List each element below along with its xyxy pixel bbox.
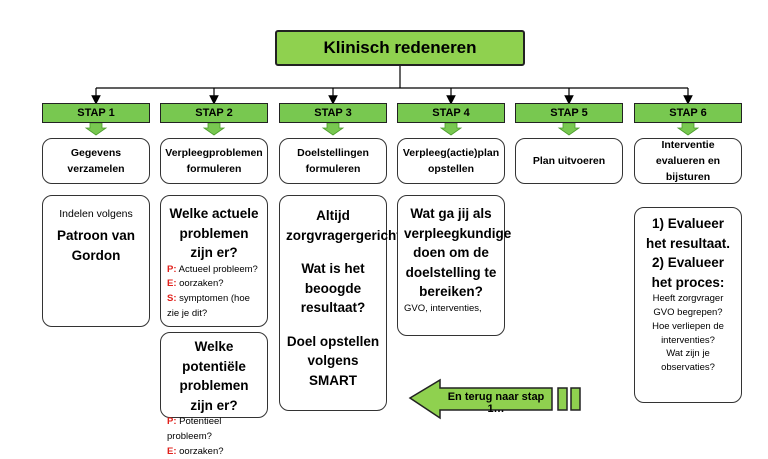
item-text: oorzaken?: [179, 445, 224, 457]
step-1-heading-text: Gegevens verzamelen: [67, 146, 125, 175]
item-letter: E:: [167, 278, 177, 290]
step-2-heading-text: Verpleegproblemen formuleren: [165, 146, 263, 175]
item-text: Potentieel probleem?: [167, 416, 222, 442]
step-5-heading: Plan uitvoeren: [515, 138, 623, 184]
step-3-detail-line2: Wat is het beoogde resultaat?: [300, 261, 366, 316]
step-3-detail: Altijd zorgvragergericht! Wat is het beo…: [279, 195, 406, 411]
step-6-tab: STAP 6: [634, 103, 742, 123]
step-6-heading: Interventie evalueren en bijsturen: [634, 138, 742, 184]
step-2-actual-box: Welke actuele problemen zijn er? P: Actu…: [160, 195, 268, 327]
step-6-heading-text: Interventie evalueren en bijsturen: [655, 138, 721, 184]
step-2-tab: STAP 2: [160, 103, 268, 123]
step-3-heading: Doelstellingen formuleren: [279, 138, 387, 184]
step-3-detail-line1: Altijd zorgvragergericht!: [286, 208, 406, 243]
step-6-detail: 1) Evalueer het resultaat. 2) Evalueer h…: [634, 207, 742, 403]
item-letter: P:: [167, 263, 177, 275]
step-2-actual-item: S: symptomen (hoe zie je dit?: [167, 292, 261, 321]
step-4-heading: Verpleeg(actie)plan opstellen: [397, 138, 505, 184]
step-2-potential-box: Welke potentiële problemen zijn er? P: P…: [160, 332, 268, 457]
step-4-heading-text: Verpleeg(actie)plan opstellen: [402, 146, 500, 175]
step-1-detail-line1: Indelen volgens: [59, 208, 133, 220]
back-to-step-1-label: En terug naar stap 1…: [447, 391, 545, 415]
step-5-heading-text: Plan uitvoeren: [532, 154, 606, 167]
item-letter: S:: [167, 293, 177, 305]
step-6-item-1: 1) Evalueer het resultaat.: [645, 216, 731, 251]
step-4-detail-note: GVO, interventies,: [404, 302, 482, 314]
item-text: oorzaken?: [179, 278, 224, 290]
step-1-heading: Gegevens verzamelen: [42, 138, 150, 184]
step-2-actual-question: Welke actuele problemen zijn er?: [169, 206, 259, 261]
step-6-sub-item: Heeft zorgvrager GVO begrepen?: [652, 293, 724, 319]
back-arrow-shape: [408, 378, 553, 420]
step-5-tab: STAP 5: [515, 103, 623, 123]
step-4-tab: STAP 4: [397, 103, 505, 123]
step-2-potential-item: P: Potentieel probleem?: [167, 415, 261, 444]
step-3-detail-line3: Doel opstellen volgens SMART: [286, 333, 380, 388]
item-text: Actueel probleem?: [178, 263, 258, 275]
step-4-detail: Wat ga jij als verpleegkundige doen om d…: [397, 195, 512, 336]
step-2-actual-item: P: Actueel probleem?: [167, 263, 261, 278]
step-1-detail: Indelen volgens Patroon van Gordon: [42, 195, 150, 327]
step-2-heading: Verpleegproblemen formuleren: [160, 138, 268, 184]
step-2-actual-item: E: oorzaken?: [167, 277, 261, 292]
item-letter: P:: [167, 416, 177, 428]
step-3-heading-text: Doelstellingen formuleren: [297, 146, 369, 175]
item-text: symptomen (hoe zie je dit?: [167, 293, 250, 319]
diagram-title: Klinisch redeneren: [275, 30, 525, 66]
step-6-sub-item: Wat zijn je observaties?: [661, 348, 715, 374]
step-4-detail-question: Wat ga jij als verpleegkundige doen om d…: [404, 206, 512, 300]
step-6-item-2: 2) Evalueer het proces:: [651, 255, 725, 290]
step-1-detail-line2: Patroon van Gordon: [56, 228, 135, 263]
step-6-sub-item: Hoe verliepen de interventies?: [652, 320, 724, 346]
step-3-tab: STAP 3: [279, 103, 387, 123]
step-1-tab: STAP 1: [42, 103, 150, 123]
item-letter: E:: [167, 445, 177, 457]
step-2-potential-question: Welke potentiële problemen zijn er?: [179, 339, 249, 413]
step-2-potential-item: E: oorzaken?: [167, 445, 261, 459]
